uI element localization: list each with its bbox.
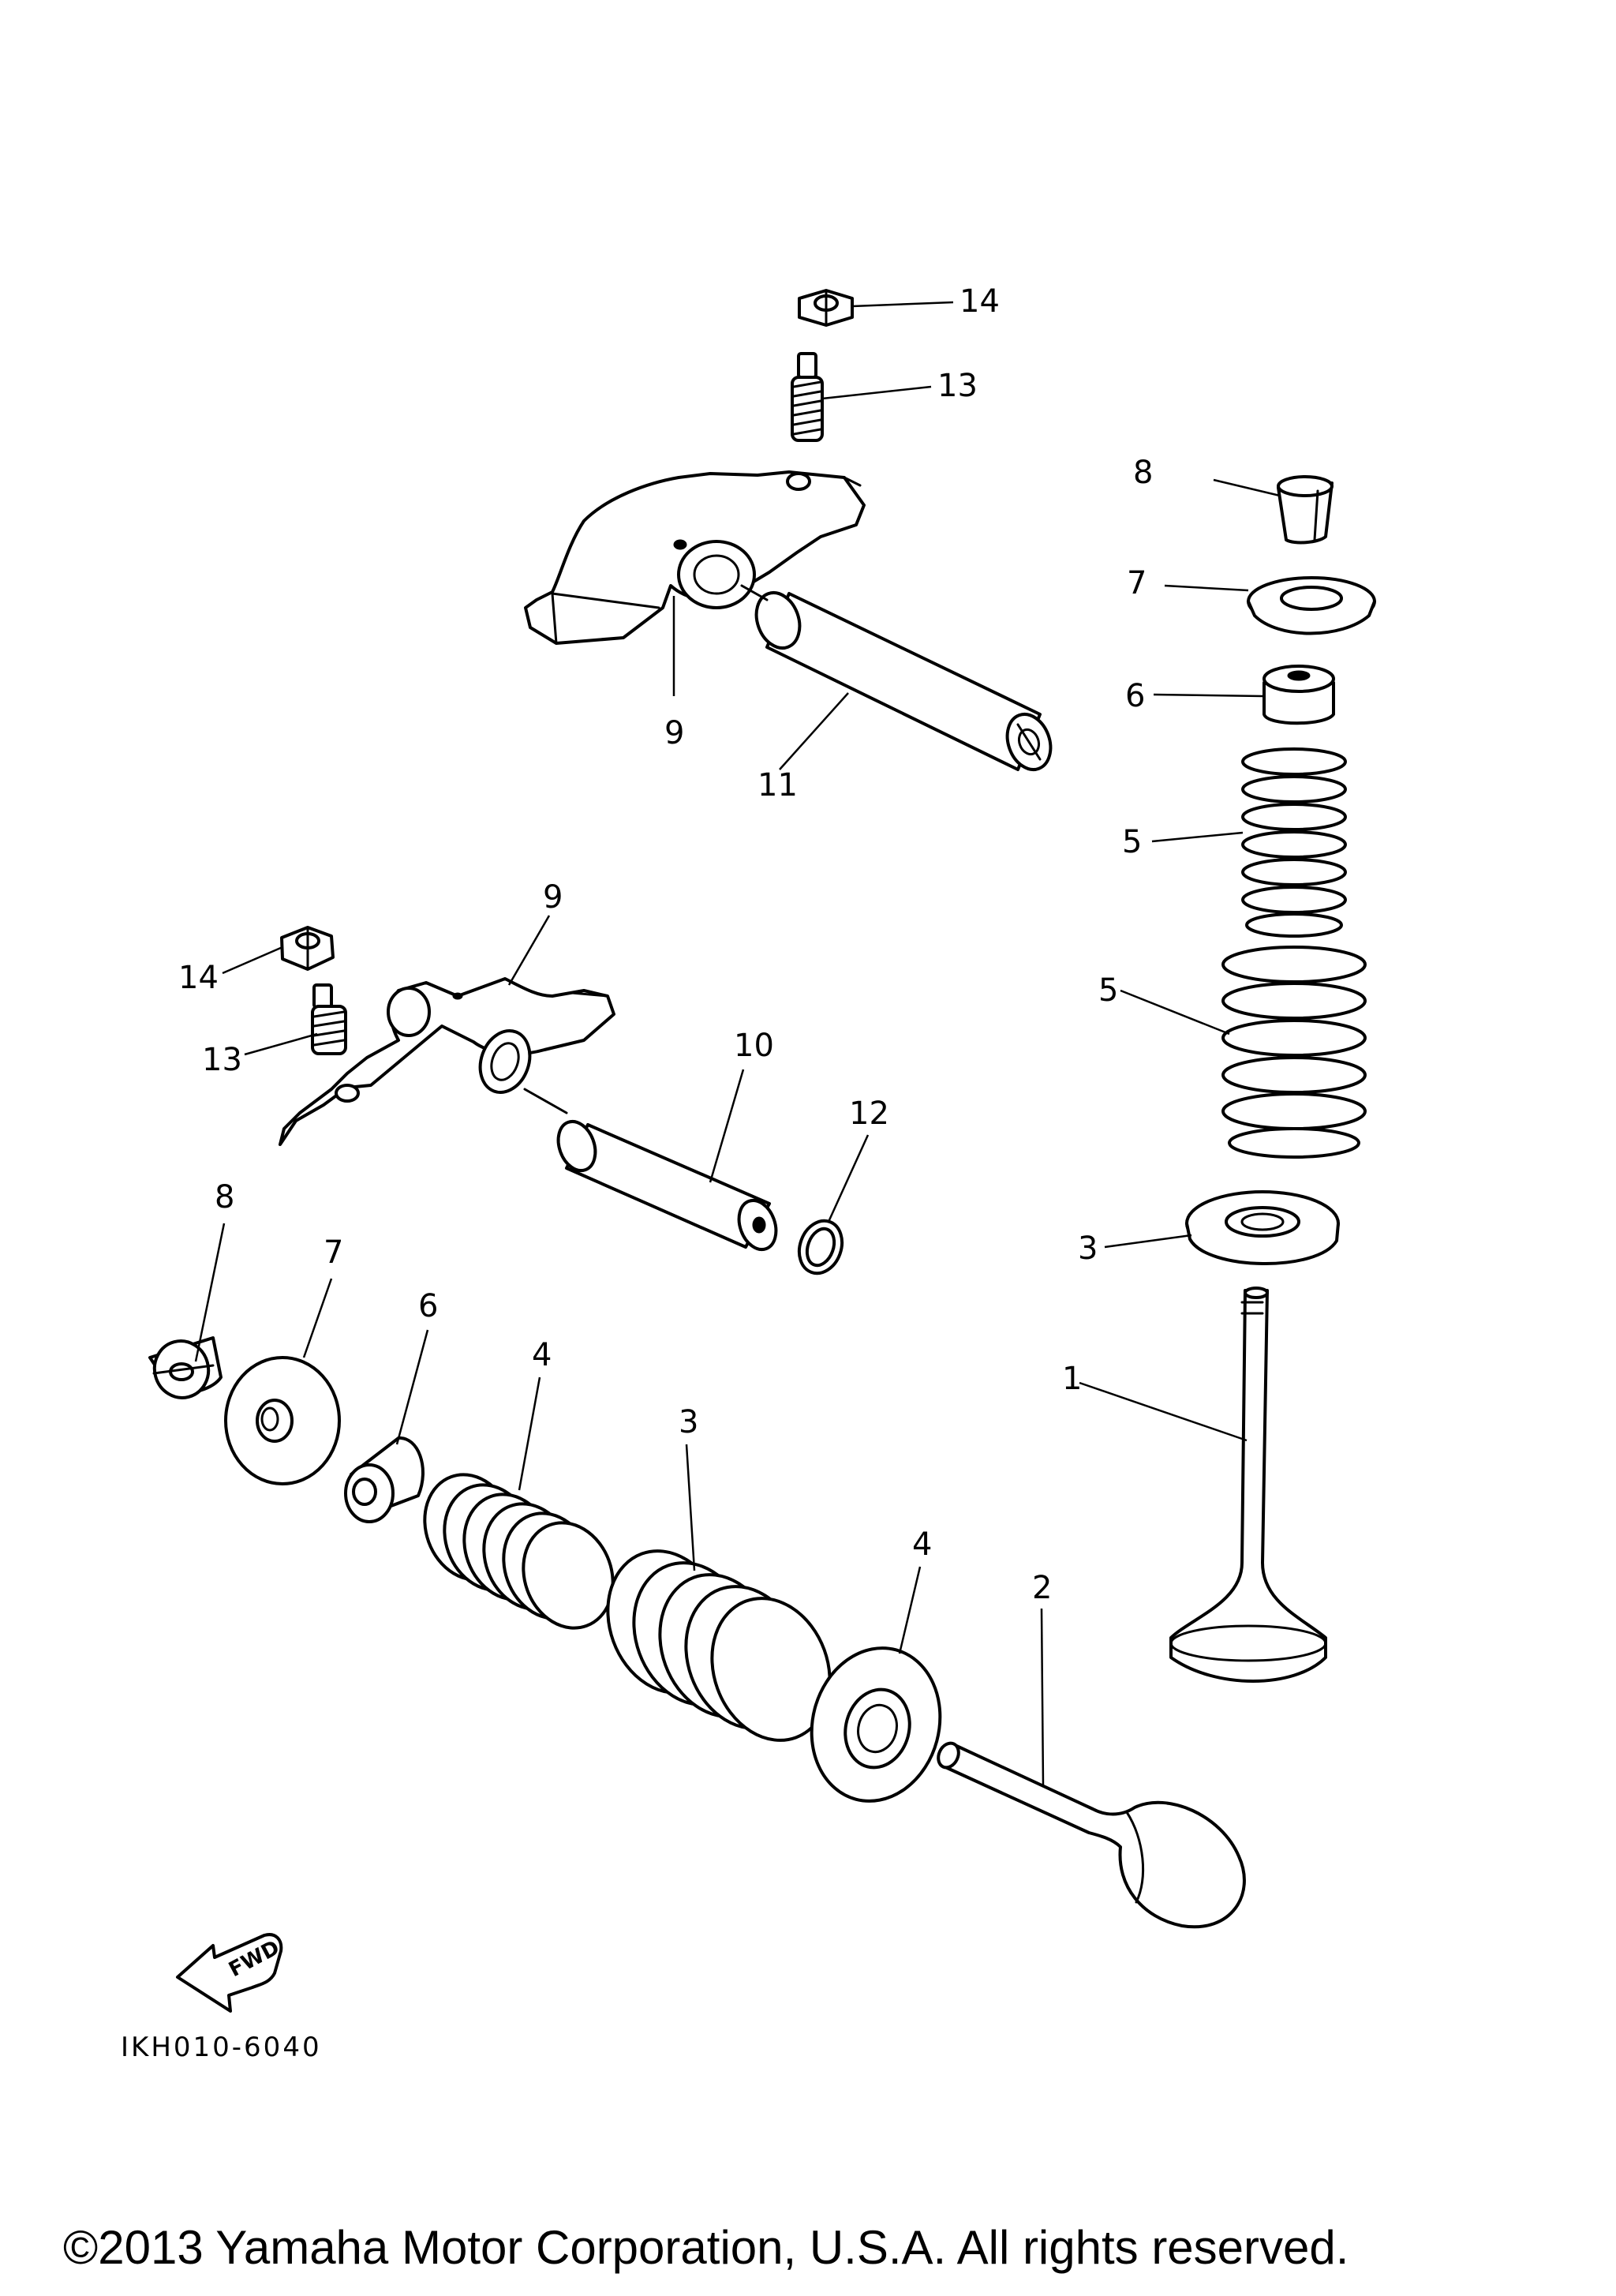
label-rocker-shaft-long: 11 [758,767,798,803]
exhaust-valve [1169,1287,1327,1683]
label-adjuster-lower: 13 [202,1042,242,1078]
spring-seat-right [1185,1190,1340,1265]
label-cotter-left: 8 [215,1179,234,1215]
lower-rocker-arm-assembly [279,926,844,1275]
upper-rocker-arm-assembly [524,289,1053,771]
label-retainer-left: 7 [324,1234,343,1271]
outer-valve-spring-right [1221,946,1367,1159]
rocker-shaft-long [740,584,1053,771]
rocker-arm-upper [524,470,866,645]
label-o-ring: 12 [849,1096,889,1132]
leader-lines [194,301,1281,1786]
drawing-code: IKH010-6040 [121,2032,322,2063]
label-stem-seal-left: 6 [418,1288,438,1324]
valve-stem-seal-left [344,1436,425,1523]
label-outer-spring-left: 3 [679,1404,698,1440]
label-rocker-arm-lower: 9 [543,879,563,916]
valve-stem-seal-right [1262,665,1335,725]
adjuster-screw-upper [791,352,824,442]
label-outer-spring-right: 5 [1098,972,1118,1009]
adjuster-screw-lower [311,983,347,1055]
label-retainer-right: 7 [1127,565,1147,601]
spring-retainer-right [1247,576,1376,635]
copyright-footer: ©2013 Yamaha Motor Corporation, U.S.A. A… [63,2221,1349,2274]
label-rocker-shaft-short: 10 [734,1028,774,1064]
outer-valve-spring-left [606,1549,832,1742]
label-locknut-upper: 14 [960,283,1000,320]
intake-valve [937,1741,1246,1929]
locknut-upper [798,289,854,327]
label-stem-seal-right: 6 [1125,678,1145,714]
rocker-arm-lower [279,977,615,1146]
part-number-labels: 14 13 8 7 6 5 5 3 1 9 11 9 14 13 10 12 8… [178,283,1153,1606]
label-locknut-lower: 14 [178,960,219,996]
label-intake-valve: 2 [1032,1570,1052,1606]
inner-valve-spring-right [1241,747,1347,938]
intake-valve-stack [148,1336,1246,1929]
locknut-lower [280,926,335,971]
label-spring-seat-right: 3 [1078,1230,1098,1267]
rocker-shaft-short [523,1088,778,1251]
label-exhaust-valve: 1 [1062,1361,1082,1397]
label-rocker-arm-upper: 9 [664,715,684,751]
exhaust-valve-stack [1169,475,1376,1683]
o-ring [797,1219,844,1275]
label-cotter-right: 8 [1133,455,1153,491]
label-adjuster-upper: 13 [937,368,978,404]
label-inner-spring-left: 4 [532,1337,552,1373]
spring-seat-left [810,1646,942,1803]
valve-cotter-right [1277,475,1334,545]
valve-cotter-left [148,1336,223,1399]
spring-retainer-left [224,1356,341,1485]
inner-valve-spring-left [423,1473,615,1630]
forward-direction-arrow: FWD [176,1933,283,2013]
label-inner-spring-right: 5 [1122,824,1142,860]
label-spring-seat-left: 4 [912,1526,932,1563]
